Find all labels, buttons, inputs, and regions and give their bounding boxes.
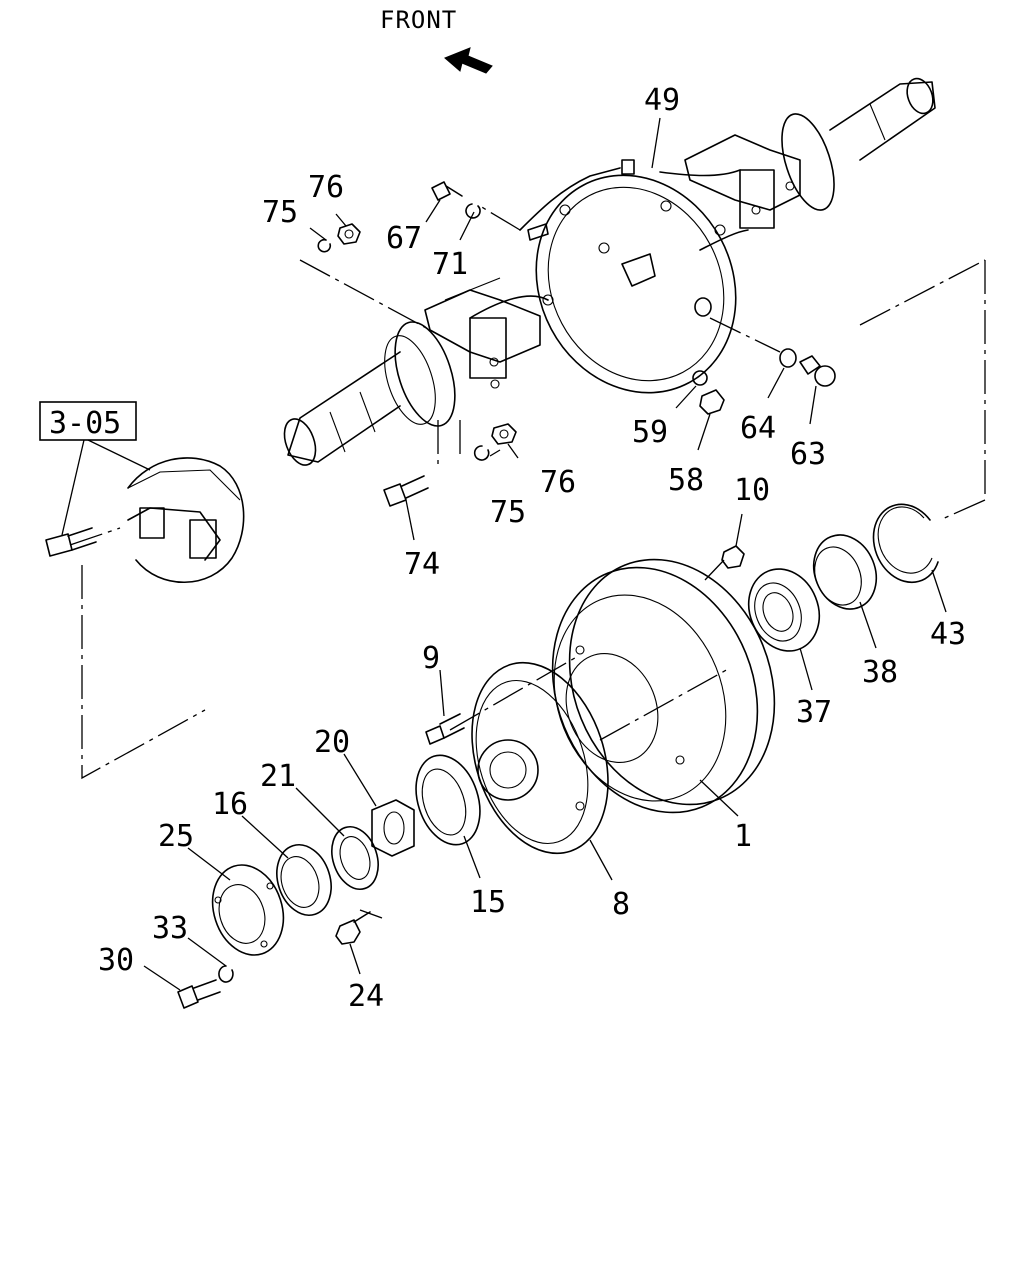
callout-49: 49: [644, 83, 680, 118]
plug-58: [699, 389, 725, 415]
front-label: FRONT: [380, 6, 457, 34]
nut-76-top: [337, 223, 361, 245]
nut-76-bottom: [491, 423, 517, 445]
bearing-15: [415, 754, 481, 846]
reference-box: 3-05: [39, 401, 137, 441]
bolt: [45, 527, 97, 557]
callout-75-top: 75: [262, 195, 298, 230]
callout-8: 8: [612, 887, 630, 922]
washer-33: [218, 965, 234, 983]
callout-64: 64: [740, 411, 776, 446]
callout-63: 63: [790, 437, 826, 472]
callout-74: 74: [404, 547, 440, 582]
bolt-30: [177, 979, 221, 1009]
leader-lines: [61, 117, 947, 991]
callout-38: 38: [862, 655, 898, 690]
callout-15: 15: [470, 885, 506, 920]
gasket-59: [692, 370, 708, 386]
washer-75-bottom: [473, 445, 490, 461]
nut-10: [721, 545, 745, 569]
retainer-20: [371, 799, 415, 857]
callouts: 49 76 75 67 71 76 75 74 59 58 64 63 10 4…: [98, 83, 966, 1014]
hub-cap-25: [211, 864, 285, 956]
callout-58: 58: [668, 463, 704, 498]
washer-75-top: [317, 238, 332, 253]
plug-63: [799, 355, 836, 387]
reference-label: 3-05: [49, 406, 121, 441]
lock-washer-21: [331, 826, 379, 890]
seal-16: [276, 844, 332, 916]
callout-20: 20: [314, 725, 350, 760]
hub-8: [471, 661, 609, 855]
hub-bolt-9: [425, 713, 465, 745]
callout-21: 21: [260, 759, 296, 794]
callout-25: 25: [158, 819, 194, 854]
callout-75-bottom: 75: [490, 495, 526, 530]
callout-37: 37: [796, 695, 832, 730]
callout-76-bottom: 76: [540, 465, 576, 500]
bolt-67: [431, 181, 463, 201]
bearing-37: [747, 568, 821, 652]
seal-38: [812, 534, 878, 610]
bolt-24: [335, 911, 371, 945]
front-arrow-icon: [444, 47, 493, 74]
axle-housing: [283, 77, 936, 466]
callout-67: 67: [386, 221, 422, 256]
brake-drum-1: [551, 558, 776, 814]
assembly-lines: [69, 205, 986, 919]
callout-33: 33: [152, 911, 188, 946]
washer-64: [779, 348, 797, 368]
backing-plate: [127, 457, 245, 584]
ring-71: [465, 203, 481, 219]
callout-1: 1: [734, 819, 752, 854]
callout-10: 10: [734, 473, 770, 508]
callout-16: 16: [212, 787, 248, 822]
callout-24: 24: [348, 979, 384, 1014]
callout-59: 59: [632, 415, 668, 450]
callout-30: 30: [98, 943, 134, 978]
callout-43: 43: [930, 617, 966, 652]
callout-9: 9: [422, 641, 440, 676]
callout-71: 71: [432, 247, 468, 282]
snap-ring-43: [872, 503, 939, 584]
callout-76-top: 76: [308, 170, 344, 205]
